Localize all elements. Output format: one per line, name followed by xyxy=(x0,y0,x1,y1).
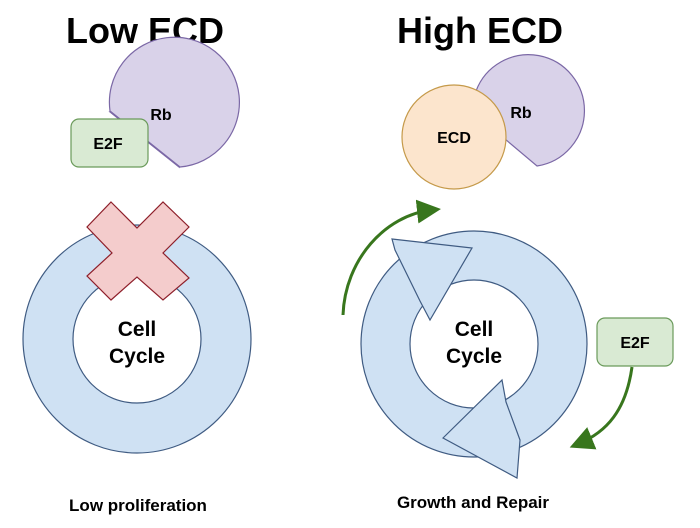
low-ecd-panel: Low ECD Rb E2F Cell Cycle Low proliferat… xyxy=(22,10,252,515)
cycle-arrowhead-bottom xyxy=(442,378,521,479)
ecd-label: ECD xyxy=(437,130,471,147)
high-ecd-panel: High ECD Rb ECD Cell Cycle E2F Growth an… xyxy=(341,10,674,512)
green-arrow-up xyxy=(341,199,441,316)
e2f-box xyxy=(70,118,149,168)
rb-label: Rb xyxy=(510,105,532,122)
green-arrow-down xyxy=(569,366,634,450)
e2f-box xyxy=(596,317,674,367)
high-ecd-title: High ECD xyxy=(397,10,563,51)
cell-cycle-label-line1: Cell xyxy=(118,318,157,341)
x-mark-icon xyxy=(86,201,190,301)
ecd-circle xyxy=(401,84,507,190)
cell-cycle-label-line1: Cell xyxy=(455,318,494,341)
low-proliferation-caption: Low proliferation xyxy=(69,496,207,515)
rb-label: Rb xyxy=(150,107,172,124)
e2f-label: E2F xyxy=(620,335,650,352)
cycle-arrowhead-top xyxy=(391,238,473,322)
cell-cycle-label-line2: Cycle xyxy=(109,345,165,368)
e2f-label: E2F xyxy=(93,136,123,153)
cell-cycle-label-line2: Cycle xyxy=(446,345,502,368)
rb-protein-shape-body xyxy=(475,54,586,167)
growth-and-repair-caption: Growth and Repair xyxy=(397,493,549,512)
